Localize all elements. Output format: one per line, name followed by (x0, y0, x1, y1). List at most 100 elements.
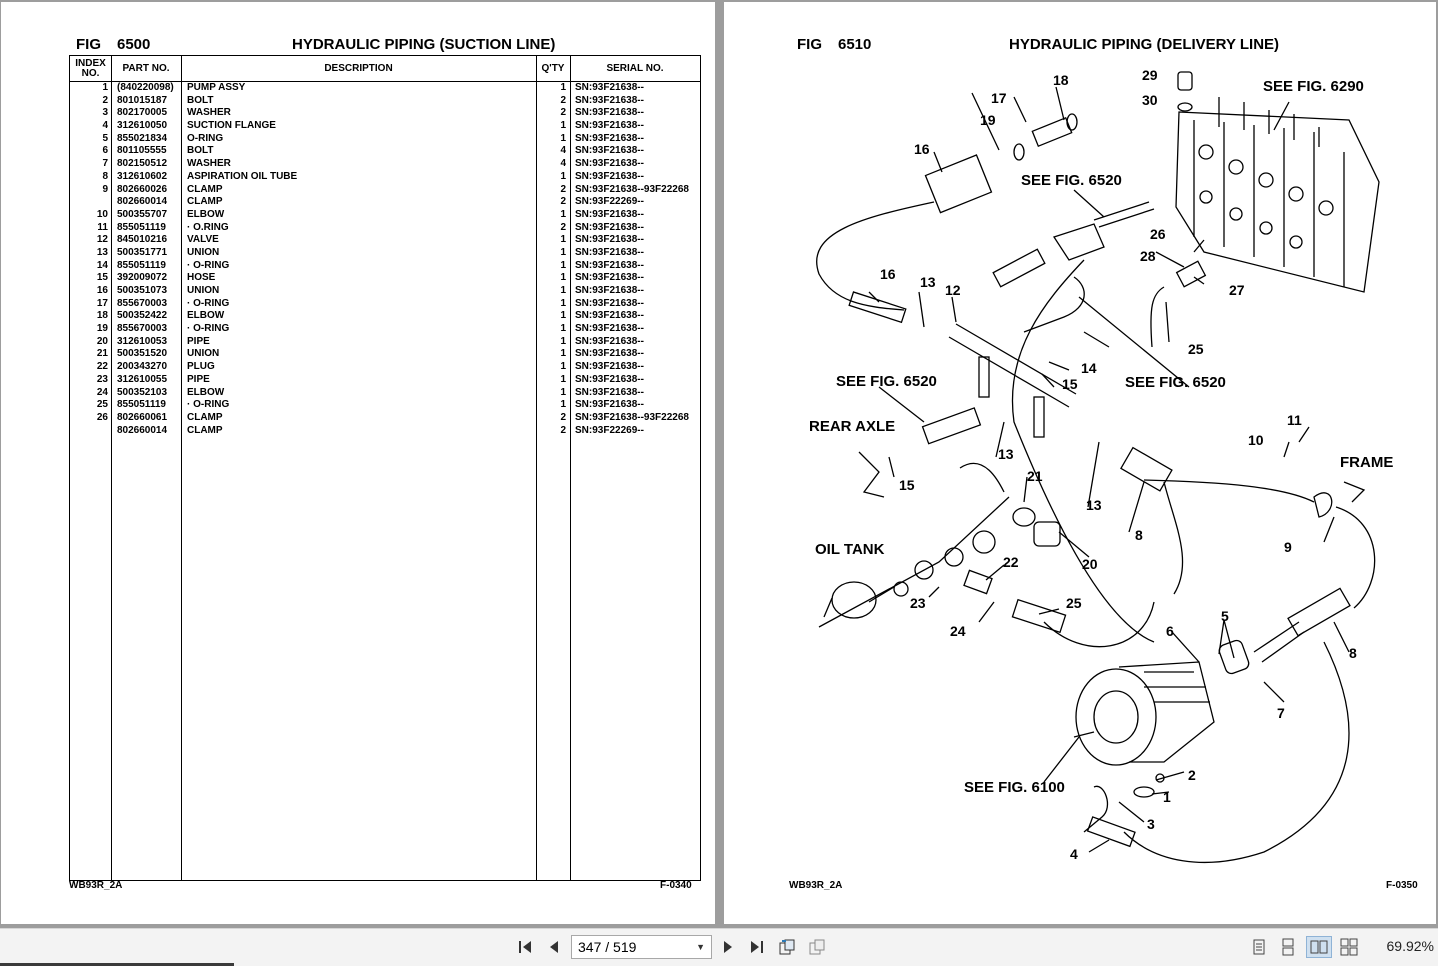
callout-19: 19 (980, 112, 996, 128)
qty-cell: 1 (560, 285, 566, 296)
part-no-cell: (840220098) (117, 82, 174, 93)
description-cell: · O-RING (187, 399, 230, 411)
serial-cell: SN:93F21638-- (575, 323, 644, 335)
next-page-icon[interactable] (717, 936, 739, 958)
description-cell: UNION (187, 246, 220, 258)
serial-cell: SN:93F21638--93F22268 (575, 183, 689, 195)
part-no-cell: 802150512 (117, 158, 168, 170)
callout-15b: 15 (899, 477, 915, 493)
part-no-cell: 312610055 (117, 373, 168, 385)
continuous-icon[interactable] (1277, 936, 1299, 958)
callout-22: 22 (1003, 554, 1019, 570)
callout-15a: 15 (1062, 376, 1078, 392)
index-cell: 20 (96, 335, 108, 347)
label-frame: FRAME (1340, 454, 1393, 471)
first-page-icon[interactable] (514, 936, 536, 958)
qty-cell: 1 (560, 399, 566, 411)
qty-cell: 1 (560, 259, 566, 271)
description-cell: SUCTION FLANGE (187, 120, 276, 132)
part-no-cell: 500352422 (117, 310, 168, 322)
last-page-icon[interactable] (746, 936, 768, 958)
description-cell: CLAMP (187, 424, 223, 436)
index-cell: 9 (102, 183, 108, 195)
qty-cell: 1 (560, 208, 566, 220)
rotate-icon[interactable] (776, 936, 798, 958)
description-cell: · O-RING (187, 323, 230, 335)
callout-7: 7 (1277, 705, 1285, 721)
qty-cell: 1 (560, 335, 566, 347)
qty-cell: 1 (560, 234, 566, 246)
callout-2: 2 (1188, 767, 1196, 783)
qty-cell: 1 (560, 323, 566, 335)
part-no-cell: 802170005 (117, 107, 168, 119)
description-cell: PLUG (187, 361, 215, 373)
qty-cell: 1 (560, 373, 566, 385)
prev-page-icon[interactable] (543, 936, 565, 958)
callout-13a: 13 (920, 274, 936, 290)
fig-label: FIG (76, 36, 101, 53)
callout-26: 26 (1150, 226, 1166, 242)
ref-fig-6100: SEE FIG. 6100 (964, 779, 1065, 796)
part-no-cell: 200343270 (117, 361, 168, 373)
callout-25b: 25 (1066, 595, 1082, 611)
part-no-cell: 855051119 (117, 399, 166, 411)
callout-23: 23 (910, 595, 926, 611)
qty-cell: 1 (560, 386, 566, 398)
header-description: DESCRIPTION (324, 62, 393, 74)
document-viewport[interactable]: FIG 6500 HYDRAULIC PIPING (SUCTION LINE)… (0, 0, 1438, 928)
callout-13c: 13 (1086, 497, 1102, 513)
ref-fig-6520-right: SEE FIG. 6520 (1125, 374, 1226, 391)
description-cell: WASHER (187, 107, 231, 119)
serial-cell: SN:93F21638-- (575, 234, 644, 246)
index-cell: 11 (97, 221, 108, 233)
description-cell: ELBOW (187, 208, 225, 220)
index-cell: 16 (96, 285, 108, 296)
ref-fig-6520-top: SEE FIG. 6520 (1021, 172, 1122, 189)
qty-cell: 2 (560, 424, 566, 436)
part-no-cell: 855051119 (117, 259, 166, 271)
fig-number: 6500 (117, 36, 151, 53)
page-number-field[interactable]: 347 / 519 ▼ (571, 935, 712, 959)
qty-cell: 1 (560, 120, 566, 132)
serial-cell: SN:93F21638-- (575, 170, 644, 182)
callout-16a: 16 (914, 141, 930, 157)
description-cell: VALVE (187, 234, 219, 246)
serial-cell: SN:93F21638-- (575, 373, 644, 385)
index-cell: 15 (96, 272, 108, 284)
qty-cell: 2 (560, 196, 566, 208)
index-cell: 12 (96, 234, 108, 246)
description-cell: · O.RING (187, 221, 229, 233)
description-cell: UNION (187, 285, 220, 296)
part-no-cell: 392009072 (117, 272, 168, 284)
two-page-icon[interactable] (1306, 936, 1332, 958)
description-cell: UNION (187, 348, 220, 360)
description-cell: PIPE (187, 335, 210, 347)
qty-cell: 4 (560, 158, 566, 170)
two-page-continuous-icon[interactable] (1338, 936, 1360, 958)
fig-label: FIG (797, 36, 822, 53)
chevron-down-icon[interactable]: ▼ (696, 942, 705, 952)
fit-page-icon[interactable] (806, 936, 828, 958)
description-cell: HOSE (187, 272, 216, 284)
label-rear-axle: REAR AXLE (809, 418, 895, 435)
callout-27: 27 (1229, 282, 1245, 298)
callout-25a: 25 (1188, 341, 1204, 357)
ref-fig-6520-left: SEE FIG. 6520 (836, 373, 937, 390)
description-cell: CLAMP (187, 411, 223, 423)
single-page-icon[interactable] (1248, 936, 1270, 958)
qty-cell: 4 (560, 145, 566, 157)
zoom-level[interactable]: 69.92% (1386, 938, 1434, 954)
